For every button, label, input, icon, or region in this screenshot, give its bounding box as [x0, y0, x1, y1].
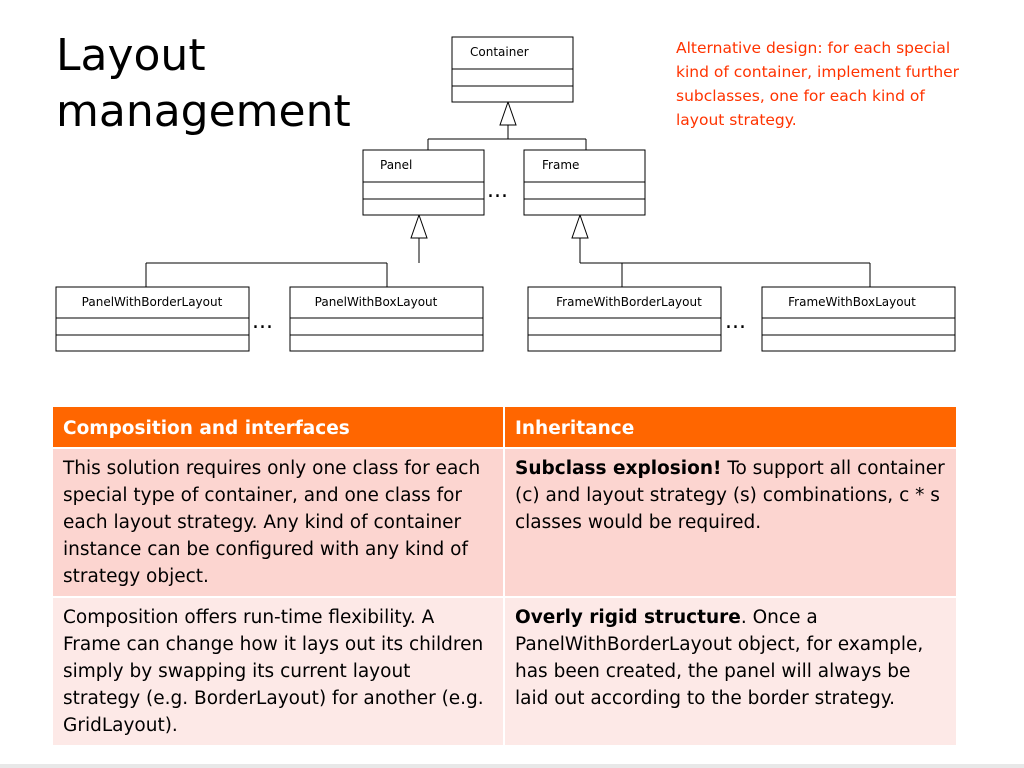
slide-title: Layout management — [56, 28, 386, 140]
class-panel-with-border-layout: PanelWithBorderLayout — [55, 286, 250, 352]
ellipsis-panel-subclasses: ... — [252, 309, 273, 334]
class-name-frame-with-border-layout: FrameWithBorderLayout — [556, 295, 702, 309]
ellipsis-top: ... — [487, 178, 508, 203]
cell-inheritance-1-text: To support all container (c) and layout … — [515, 458, 945, 533]
emphasis-overly-rigid: Overly rigid structure — [515, 607, 741, 628]
table-row: Composition offers run-time flexibility.… — [53, 597, 958, 747]
class-name-panel-with-border-layout: PanelWithBorderLayout — [82, 295, 223, 309]
header-composition: Composition and interfaces — [53, 407, 505, 449]
class-frame-with-border-layout: FrameWithBorderLayout — [527, 286, 722, 352]
class-frame-with-box-layout: FrameWithBoxLayout — [761, 286, 956, 352]
class-container: Container — [451, 36, 574, 103]
cell-inheritance-2: Overly rigid structure. Once a PanelWith… — [504, 597, 958, 747]
cell-composition-1: This solution requires only one class fo… — [53, 448, 505, 598]
class-name-frame: Frame — [542, 158, 579, 172]
inheritance-arrow-frame — [571, 213, 589, 239]
header-inheritance: Inheritance — [504, 407, 958, 449]
class-panel: Panel — [362, 149, 485, 216]
emphasis-subclass-explosion: Subclass explosion! — [515, 458, 722, 479]
alternative-design-note: Alternative design: for each special kin… — [676, 39, 960, 129]
cell-inheritance-2-text: . Once a PanelWithBorderLayout object, f… — [515, 607, 924, 709]
inheritance-arrow-panel — [410, 213, 428, 239]
comparison-table: Composition and interfaces Inheritance T… — [53, 407, 958, 747]
ellipsis-frame-subclasses: ... — [725, 309, 746, 334]
table-header-row: Composition and interfaces Inheritance — [53, 407, 958, 449]
class-name-panel-with-box-layout: PanelWithBoxLayout — [315, 295, 438, 309]
cell-inheritance-1: Subclass explosion! To support all conta… — [504, 448, 958, 598]
inheritance-arrow-container — [499, 100, 517, 126]
uml-class-diagram: Container Panel Frame ... PanelWithBorde… — [55, 36, 956, 352]
title-line-1: Layout — [56, 30, 206, 81]
bottom-divider — [0, 764, 1024, 768]
class-panel-with-box-layout: PanelWithBoxLayout — [289, 286, 484, 352]
class-frame: Frame — [523, 149, 646, 216]
cell-composition-2: Composition offers run-time flexibility.… — [53, 597, 505, 747]
class-name-container: Container — [470, 45, 529, 59]
class-name-panel: Panel — [380, 158, 412, 172]
title-line-2: management — [56, 86, 351, 137]
class-name-frame-with-box-layout: FrameWithBoxLayout — [788, 295, 916, 309]
table-row: This solution requires only one class fo… — [53, 448, 958, 598]
